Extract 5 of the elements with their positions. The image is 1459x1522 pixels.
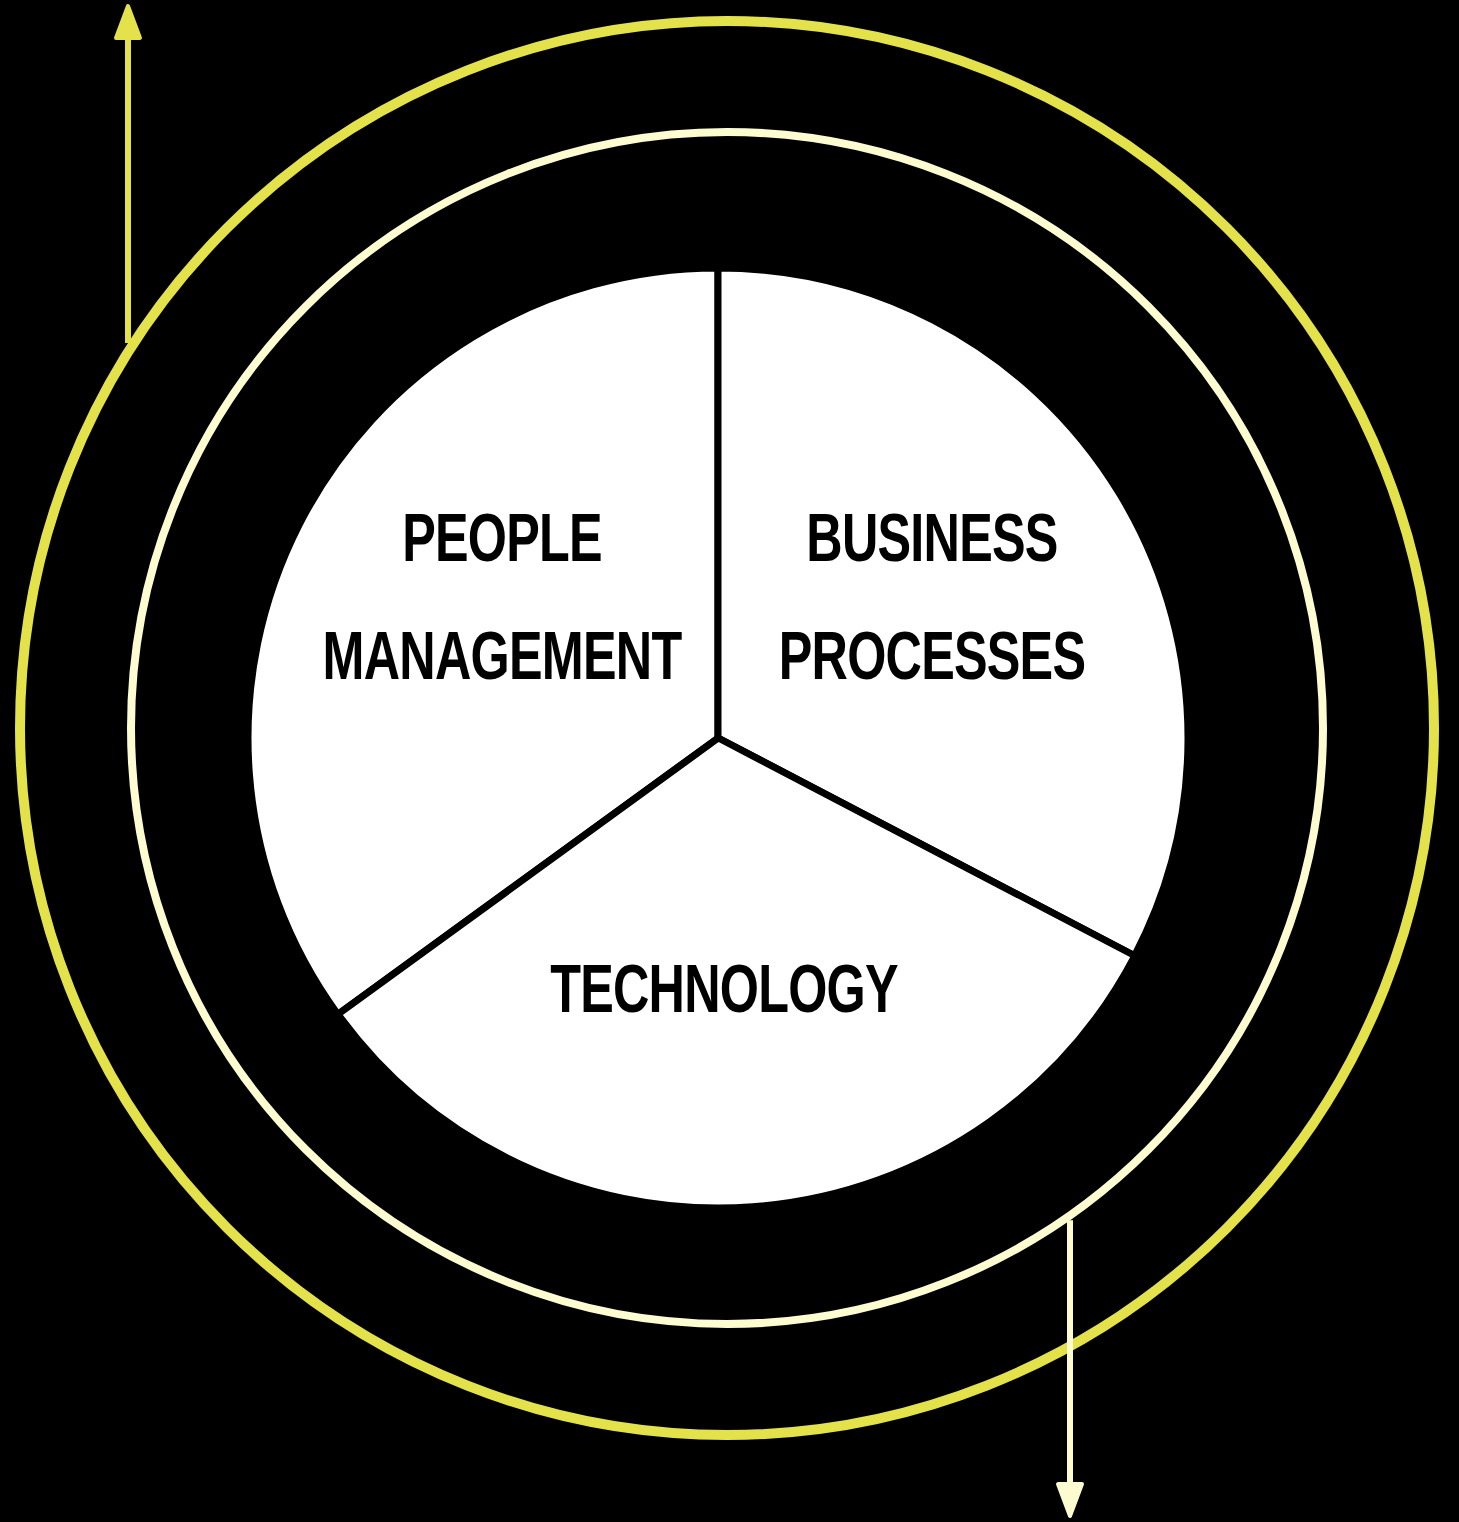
sector-label: PEOPLE MANAGEMENT <box>321 498 683 695</box>
sector-label: TECHNOLOGY <box>549 949 899 1028</box>
sector-label: BUSINESS PROCESSES <box>777 498 1087 695</box>
arrow <box>1056 1220 1084 1518</box>
arrow <box>114 4 142 344</box>
